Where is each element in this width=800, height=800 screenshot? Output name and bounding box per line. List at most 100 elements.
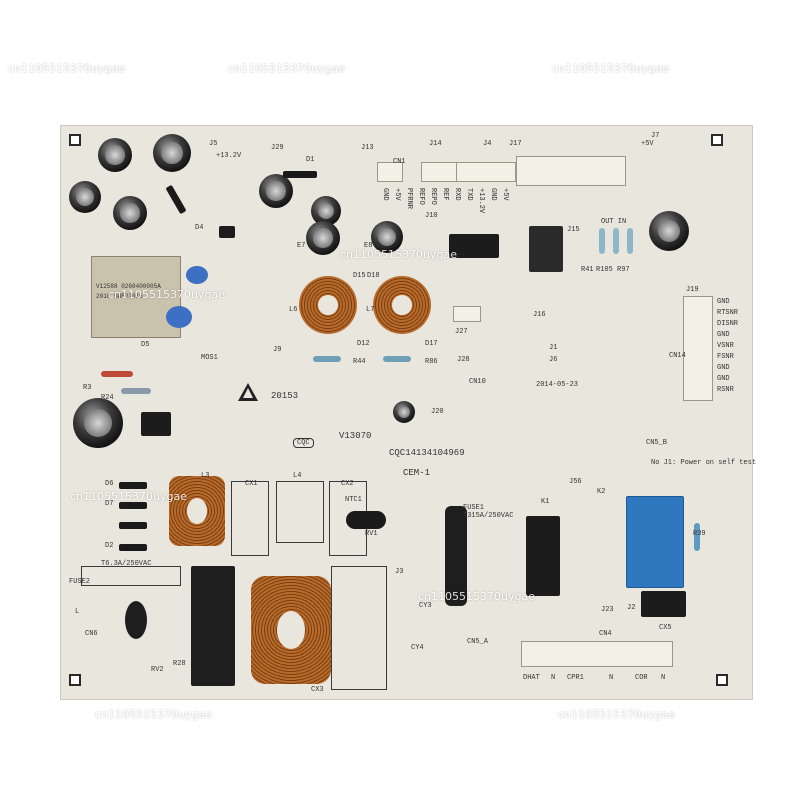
label-j27: J27 <box>455 328 468 336</box>
cn14-pin-8: GND <box>717 375 730 383</box>
label-j19: J19 <box>686 286 699 294</box>
label-r3: R3 <box>83 384 92 392</box>
fuse-holder-1 <box>445 506 467 606</box>
label-j1: J1 <box>549 344 558 352</box>
cn1-pin-7: RXD <box>453 188 461 201</box>
voltage-5v: +5V <box>641 140 654 148</box>
label-cx1: CX1 <box>245 480 258 488</box>
film-capacitor-left <box>191 566 235 686</box>
cn14-pin-9: RSNR <box>717 386 734 394</box>
cn4-pin-5: COR <box>635 674 648 682</box>
watermark-4: cn1105515370uygae <box>108 288 225 301</box>
ic-optocoupler <box>141 412 171 436</box>
label-ntc1: NTC1 <box>345 496 362 504</box>
ic-ic4 <box>219 226 235 238</box>
label-l6: L6 <box>289 306 298 314</box>
cn14-pin-1: GND <box>717 298 730 306</box>
inductor-l6 <box>299 276 357 334</box>
resistor-r105 <box>613 228 619 254</box>
label-cx5: CX5 <box>659 624 672 632</box>
label-mos1: MOS1 <box>201 354 218 362</box>
capacitor-c4 <box>113 196 147 230</box>
watermark-5: cn1105515370uygae <box>340 248 457 261</box>
label-r86: R86 <box>425 358 438 366</box>
voltage-13v2: +13.2V <box>216 152 242 160</box>
label-j10: J10 <box>425 212 438 220</box>
y-capacitor-cy2 <box>186 266 208 284</box>
label-j14: J14 <box>429 140 442 148</box>
label-d18: D18 <box>367 272 380 280</box>
cn1-pin-labels: GND +5V PFRNR REFO REPO REF RXD TXD +13.… <box>381 188 509 213</box>
inductor-l7 <box>373 276 431 334</box>
capacitor-small-mid <box>393 401 415 423</box>
label-cn6: CN6 <box>85 630 98 638</box>
esd-warning-icon <box>238 383 258 401</box>
cn1-pin-1: GND <box>381 188 389 201</box>
board-id: V13070 <box>339 431 372 441</box>
ntc-thermistor <box>346 511 386 529</box>
cn1-pin-8: TXD <box>465 188 473 201</box>
label-d1: D1 <box>306 156 315 164</box>
label-cy4: CY4 <box>411 644 424 652</box>
watermark-2: cn1105515370uygae <box>228 62 345 75</box>
label-cn4: CN4 <box>599 630 612 638</box>
label-d15: D15 <box>353 272 366 280</box>
y-capacitor-cy1 <box>166 306 192 328</box>
mounting-hole-bottom-left <box>69 674 81 686</box>
label-j16: J16 <box>533 311 546 319</box>
connector-j4 <box>456 162 516 182</box>
cn4-pin-6: N <box>661 674 666 682</box>
label-cn14: CN14 <box>669 352 686 360</box>
resistor-r44 <box>313 356 341 362</box>
diode-d4 <box>165 184 187 215</box>
mounting-hole-top-right <box>711 134 723 146</box>
label-cn1: CN1 <box>393 158 406 166</box>
fuse2-label: FUSE2 <box>69 578 91 586</box>
fuse2-rating: T6.3A/250VAC <box>101 560 152 568</box>
label-d7: D7 <box>105 500 114 508</box>
resistor-r97 <box>627 228 633 254</box>
cn14-pin-3: DISNR <box>717 320 739 328</box>
cn1-pin-3: PFRNR <box>405 188 413 210</box>
connector-cn14 <box>683 296 713 401</box>
label-l: L <box>75 608 80 616</box>
label-j15: J15 <box>567 226 580 234</box>
ic-regulator <box>529 226 563 272</box>
varistor-rv2 <box>125 601 147 639</box>
inductor-l3 <box>169 476 225 546</box>
label-j3: J3 <box>395 568 404 576</box>
resistor-r3 <box>101 371 133 377</box>
batch-number: 20153 <box>271 391 299 401</box>
transformer-label-1: V12588 0260400005A <box>96 283 161 290</box>
capacitor-cx1 <box>231 481 269 556</box>
cn1-pin-10: GND <box>489 188 497 201</box>
capacitor-c2 <box>153 134 191 172</box>
capacitor-cx3-box <box>331 566 387 690</box>
cn14-pin-6: FSNR <box>717 353 734 361</box>
cn4-pin-4: N <box>609 674 614 682</box>
label-rv2: RV2 <box>151 666 164 674</box>
inductor-l4 <box>276 481 324 543</box>
label-r44: R44 <box>353 358 366 366</box>
connector-j27 <box>453 306 481 322</box>
cqc-code: CQC14134104969 <box>389 448 465 458</box>
capacitor-e-main <box>73 398 123 448</box>
connector-cn4 <box>521 641 673 667</box>
capacitor-right <box>649 211 689 251</box>
ic-main <box>449 234 499 258</box>
label-l7: L7 <box>366 306 375 314</box>
label-j13: J13 <box>361 144 374 152</box>
label-j17: J17 <box>509 140 522 148</box>
label-d4: D4 <box>195 224 204 232</box>
label-cx3: CX3 <box>311 686 324 694</box>
transformer-label-2: 2018 SWE22015 <box>96 293 143 300</box>
watermark-1: cn1105515370uygae <box>8 62 125 75</box>
label-d2: D2 <box>105 542 114 550</box>
label-j20: J20 <box>431 408 444 416</box>
label-r24: R24 <box>101 394 114 402</box>
label-j7: J7 <box>651 132 660 140</box>
diode-d6 <box>119 482 147 489</box>
label-k2: K2 <box>597 488 606 496</box>
label-cn10: CN10 <box>469 378 486 386</box>
label-r41: R41 <box>581 266 594 274</box>
